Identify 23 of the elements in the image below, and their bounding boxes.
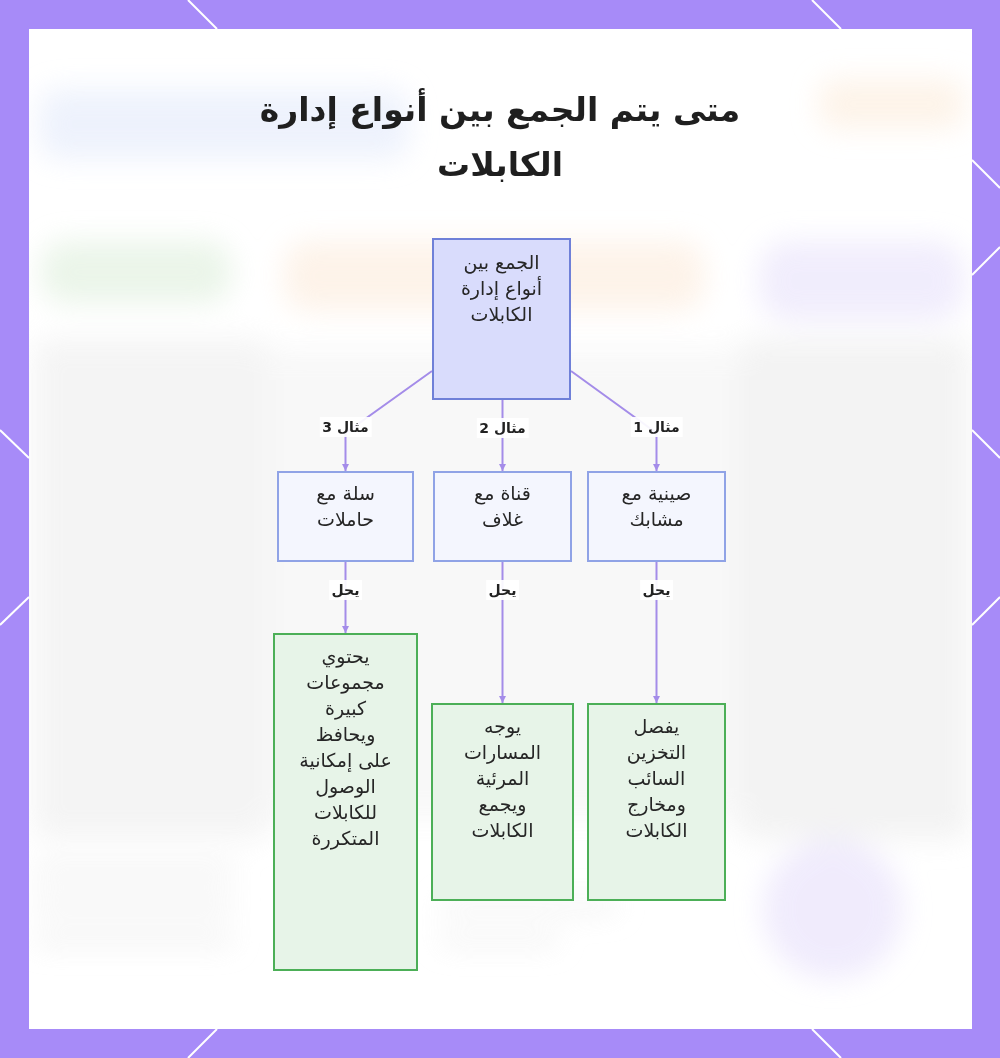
node-text: قناة مع غلاف [473, 481, 532, 532]
edge-label: يحل [639, 580, 674, 600]
node-text: الجمع بين أنواع إدارة الكابلات [459, 250, 544, 327]
node-text: سلة مع حاملات [315, 481, 376, 532]
solution-box [587, 703, 726, 901]
edge-label: مثال 3 [319, 417, 372, 437]
solution-box [431, 703, 574, 901]
node-text: يفصل التخزين السائب ومخارج الكابلات [624, 714, 689, 843]
edge-label: يحل [485, 580, 520, 600]
example-box [277, 471, 414, 562]
edge-label: يحل [328, 580, 363, 600]
connector-arrow [499, 561, 506, 704]
edge-label: مثال 2 [476, 418, 529, 438]
topic-box [432, 238, 571, 400]
edge-label: مثال 1 [630, 417, 683, 437]
node-text: يوجه المسارات المرئية ويجمع الكابلات [462, 714, 543, 843]
node-text: يحتوي مجموعات كبيرة ويحافظ على إمكانية الوصول للكابلات المتكررة [298, 644, 393, 851]
diagram-title: متى يتم الجمع بين أنواع إدارة الكابلات [258, 87, 742, 186]
example-box [433, 471, 572, 562]
solution-box [273, 633, 418, 971]
example-box [587, 471, 726, 562]
node-text: صينية مع مشابك [620, 481, 693, 532]
connector-arrow [653, 561, 660, 704]
